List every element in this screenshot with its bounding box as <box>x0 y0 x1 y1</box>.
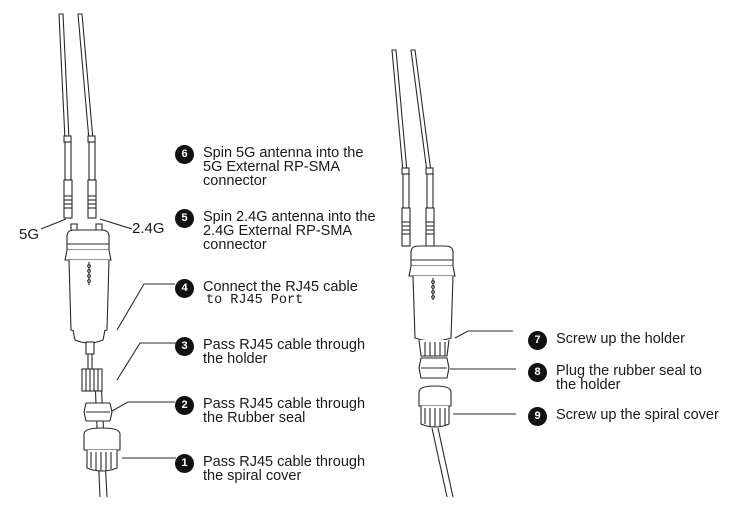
step-4-text-line-1: Connect the RJ45 cable <box>203 279 358 295</box>
left-main-body <box>64 223 112 344</box>
step-2-text-line-2: the Rubber seal <box>203 410 306 426</box>
step-3-text-line-2: the holder <box>203 351 268 367</box>
step-7-text-line-1: Screw up the holder <box>556 331 685 347</box>
step-1-callout: 1 Pass RJ45 cable through the spiral cov… <box>175 454 366 484</box>
step-3-text-line-1: Pass RJ45 cable through <box>203 337 366 353</box>
step-7-number-badge: 7 <box>528 331 547 350</box>
step-3-callout: 3 Pass RJ45 cable through the holder <box>175 337 366 367</box>
step-8-callout: 8 Plug the rubber seal to the holder <box>528 363 702 393</box>
step-5-callout: 5 Spin 2.4G antenna into the 2.4G Extern… <box>175 209 376 253</box>
step-1-number-badge: 1 <box>175 454 194 473</box>
step-4-callout: 4 Connect the RJ45 cable to RJ45 Port <box>175 279 358 308</box>
step-5-text-line-1: Spin 2.4G antenna into the <box>203 209 376 225</box>
step-6-text-line-2: 5G External RP-SMA <box>203 159 340 175</box>
step-5-text-line-2: 2.4G External RP-SMA <box>203 223 353 239</box>
left-holder <box>81 368 103 392</box>
step-9-number-badge: 9 <box>528 407 547 426</box>
left-antenna-2-4g <box>77 13 97 219</box>
step-5-number-badge: 5 <box>175 209 194 228</box>
right-antenna-b <box>410 49 435 247</box>
right-leader-lines <box>450 330 516 415</box>
step-6-number-badge: 6 <box>175 145 194 164</box>
left-rubber-seal <box>83 402 113 422</box>
step-4-text-line-2: to RJ45 Port <box>206 293 304 308</box>
left-leader-lines <box>111 283 176 459</box>
right-rubber-seal <box>418 357 450 379</box>
step-8-text-line-1: Plug the rubber seal to <box>556 363 702 379</box>
step-2-number-badge: 2 <box>175 396 194 415</box>
step-8-text-line-2: the holder <box>556 377 621 393</box>
step-1-text-line-2: the spiral cover <box>203 468 302 484</box>
right-main-body <box>408 245 456 342</box>
step-6-text-line-1: Spin 5G antenna into the <box>203 145 364 161</box>
band-label-2-4g: 2.4G <box>132 220 165 237</box>
step-2-text-line-1: Pass RJ45 cable through <box>203 396 366 412</box>
step-9-callout: 9 Screw up the spiral cover <box>528 407 719 426</box>
step-3-number-badge: 3 <box>175 337 194 356</box>
step-9-text-line-1: Screw up the spiral cover <box>556 407 719 423</box>
left-spiral-cover <box>83 427 121 472</box>
step-1-text-line-1: Pass RJ45 cable through <box>203 454 366 470</box>
step-8-number-badge: 8 <box>528 363 547 382</box>
right-spiral-cover <box>418 385 452 428</box>
step-5-text-line-3: connector <box>203 237 267 253</box>
step-7-callout: 7 Screw up the holder <box>528 331 685 350</box>
step-6-text-line-3: connector <box>203 173 267 189</box>
step-4-number-badge: 4 <box>175 279 194 298</box>
left-antenna-5g <box>58 13 73 219</box>
right-antenna-a <box>391 49 411 247</box>
right-holder <box>418 339 450 357</box>
right-rj45-cable <box>431 427 454 498</box>
step-6-callout: 6 Spin 5G antenna into the 5G External R… <box>175 145 364 189</box>
band-label-5g: 5G <box>19 226 40 243</box>
step-2-callout: 2 Pass RJ45 cable through the Rubber sea… <box>175 396 366 426</box>
